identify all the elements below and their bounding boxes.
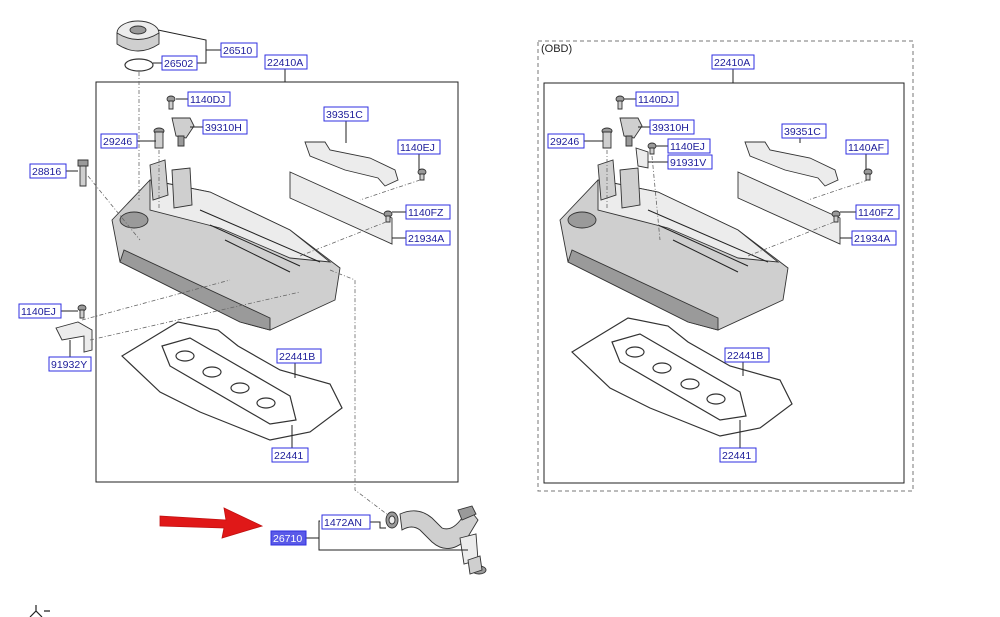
right-inner-frame [543, 82, 905, 484]
label-26510[interactable]: 26510 [220, 42, 258, 58]
svg-text:1140DJ: 1140DJ [638, 94, 673, 106]
label-21934A-obd[interactable]: 21934A [851, 230, 897, 246]
label-1472AN[interactable]: 1472AN [321, 514, 371, 530]
svg-text:22441: 22441 [722, 450, 751, 462]
svg-text:21934A: 21934A [854, 233, 890, 245]
svg-text:39310H: 39310H [205, 122, 242, 134]
label-91931V[interactable]: 91931V [667, 154, 713, 170]
svg-text:26510: 26510 [223, 45, 252, 57]
svg-text:29246: 29246 [103, 136, 132, 148]
label-22441-obd[interactable]: 22441 [719, 447, 757, 463]
label-21934A[interactable]: 21934A [405, 230, 451, 246]
bracket-91932Y [55, 321, 93, 353]
svg-text:1140EJ: 1140EJ [400, 142, 435, 154]
svg-text:39351C: 39351C [784, 126, 821, 138]
label-22441B[interactable]: 22441B [276, 348, 322, 364]
hose-clamp-1472AN [385, 511, 399, 529]
svg-text:22441B: 22441B [727, 350, 763, 362]
ventilation-hose-assembly: 1472AN 26710 [159, 505, 487, 575]
svg-text:22441B: 22441B [279, 351, 315, 363]
label-22410A-obd[interactable]: 22410A [711, 54, 755, 70]
cylinder-head-cover-22410A [111, 159, 341, 331]
svg-text:1140EJ: 1140EJ [21, 306, 56, 318]
label-26710-highlighted[interactable]: 26710 [270, 530, 307, 546]
left-panel-frame [95, 81, 459, 483]
label-39310H[interactable]: 39310H [202, 119, 248, 135]
pcv-hose-26710 [399, 509, 479, 549]
svg-text:22410A: 22410A [714, 57, 750, 69]
svg-text:26502: 26502 [164, 58, 193, 70]
label-29246[interactable]: 29246 [100, 133, 138, 149]
heat-shield-21934A-obd [737, 171, 841, 245]
svg-text:91932Y: 91932Y [51, 359, 87, 371]
label-91932Y[interactable]: 91932Y [48, 356, 92, 372]
bracket-91931V [635, 147, 649, 169]
label-22441[interactable]: 22441 [271, 447, 309, 463]
gasket-22441 [161, 337, 297, 425]
label-1140FZ[interactable]: 1140FZ [405, 204, 451, 220]
bolt-1140EJ-top [417, 168, 427, 181]
cam-sensor-39310H [171, 117, 195, 147]
bolt-28816 [77, 159, 89, 187]
bolt-1140FZ [383, 210, 393, 223]
left-assembly-panel: 26510 26502 22410A 1140DJ 39310H 29246 3… [18, 20, 459, 516]
bolt-1140AF [863, 168, 873, 181]
label-1140DJ[interactable]: 1140DJ [187, 91, 231, 107]
bolt-1140EJ-left [77, 304, 87, 319]
svg-text:1140FZ: 1140FZ [408, 207, 444, 219]
bolt-1140DJ-obd [615, 95, 625, 110]
svg-text:22410A: 22410A [267, 57, 303, 69]
bolt-1140EJ-obd [647, 142, 657, 155]
svg-text:29246: 29246 [550, 136, 579, 148]
bolt-1140DJ [166, 95, 176, 110]
bracket-39351C-obd [744, 141, 839, 187]
label-22410A[interactable]: 22410A [264, 54, 308, 70]
oil-filler-cap [116, 20, 160, 52]
svg-text:1472AN: 1472AN [324, 517, 362, 529]
label-1140FZ-obd[interactable]: 1140FZ [855, 204, 900, 220]
svg-text:39310H: 39310H [652, 122, 689, 134]
cap-o-ring [124, 58, 154, 72]
navigation-icon[interactable] [29, 605, 50, 617]
heat-shield-21934A [289, 171, 393, 245]
label-39351C[interactable]: 39351C [323, 106, 369, 122]
label-1140DJ-obd[interactable]: 1140DJ [635, 91, 679, 107]
bracket-39351C [304, 141, 399, 187]
label-22441B-obd[interactable]: 22441B [724, 347, 770, 363]
label-26502[interactable]: 26502 [161, 55, 198, 71]
highlight-arrow [159, 507, 264, 539]
gasket-22441B-obd [571, 317, 793, 437]
svg-text:1140FZ: 1140FZ [858, 207, 894, 219]
label-1140EJ-obd[interactable]: 1140EJ [667, 138, 711, 154]
cam-sensor-39310H-obd [619, 117, 643, 147]
label-39351C-obd[interactable]: 39351C [781, 123, 827, 139]
label-1140AF[interactable]: 1140AF [845, 139, 889, 155]
svg-text:1140AF: 1140AF [848, 142, 884, 154]
label-1140EJ-top[interactable]: 1140EJ [397, 139, 441, 155]
svg-text:21934A: 21934A [408, 233, 444, 245]
gasket-22441-obd [611, 333, 747, 421]
svg-text:22441: 22441 [274, 450, 303, 462]
svg-text:26710: 26710 [273, 533, 302, 545]
obd-label: (OBD) [541, 43, 572, 55]
right-obd-panel: (OBD) [537, 40, 914, 492]
svg-text:1140EJ: 1140EJ [670, 141, 705, 153]
bolt-1140FZ-obd [831, 210, 841, 223]
svg-text:28816: 28816 [32, 166, 61, 178]
bolt-29246-obd [601, 127, 613, 149]
svg-text:1140DJ: 1140DJ [190, 94, 225, 106]
cylinder-head-cover-22410A-obd [559, 159, 789, 331]
label-39310H-obd[interactable]: 39310H [649, 119, 695, 135]
obd-panel-frame [537, 40, 914, 492]
label-29246-obd[interactable]: 29246 [547, 133, 585, 149]
bolt-29246 [153, 127, 165, 149]
svg-text:91931V: 91931V [670, 157, 706, 169]
label-1140EJ-left[interactable]: 1140EJ [18, 303, 62, 319]
gasket-22441B [121, 321, 343, 441]
label-28816[interactable]: 28816 [29, 163, 67, 179]
svg-text:39351C: 39351C [326, 109, 363, 121]
